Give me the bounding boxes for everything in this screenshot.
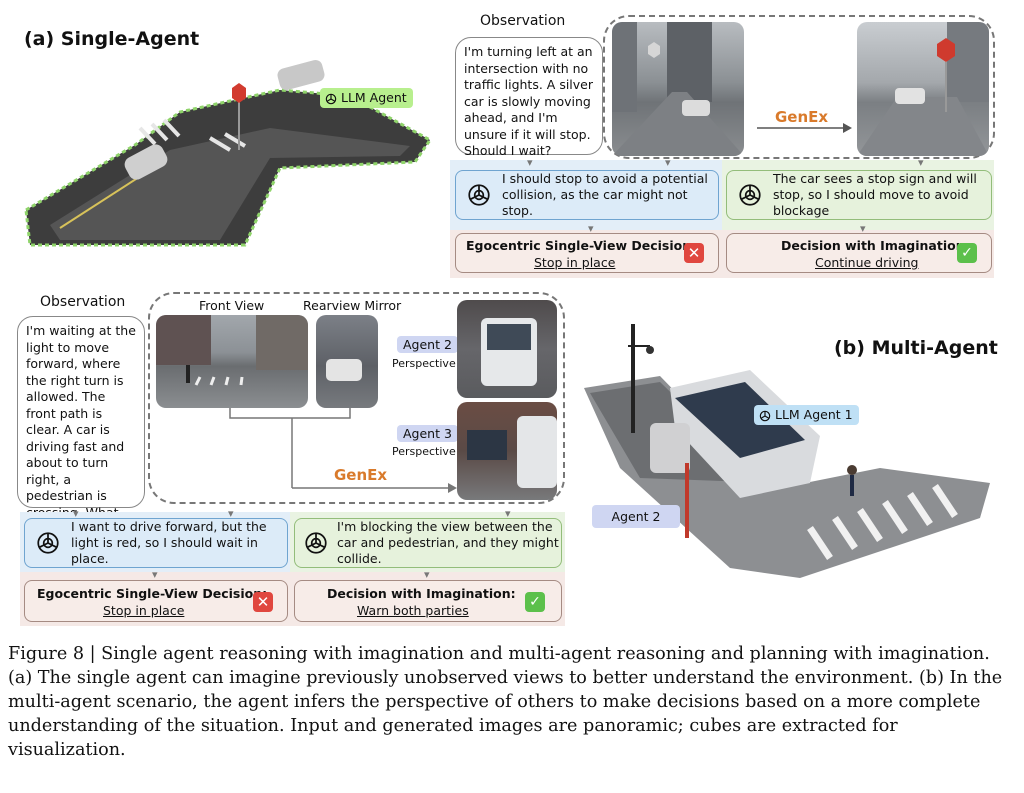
arrow-icon: ▾: [665, 156, 671, 169]
single-observation-bubble: I'm turning left at an intersection with…: [455, 37, 603, 158]
multi-reasoning-egocentric: I want to drive forward, but the light i…: [24, 518, 288, 568]
single-observation-label: Observation: [480, 13, 566, 29]
multi-reasoning-left-text: I want to drive forward, but the light i…: [71, 519, 267, 566]
llm-agent-1-tag: LLM Agent 1: [754, 405, 859, 425]
single-genex-label: GenEx: [775, 108, 829, 126]
openai-logo-icon: [324, 92, 338, 106]
agent2-perspective-label: Perspective: [392, 357, 456, 370]
front-view-image: [156, 315, 308, 408]
openai-logo-icon: [466, 182, 492, 208]
single-reasoning-egocentric: I should stop to avoid a potential colli…: [455, 170, 719, 220]
single-decision-left-value: Stop in place: [534, 255, 616, 270]
agent3-perspective-label: Perspective: [392, 445, 456, 458]
rearview-mirror-label: Rearview Mirror: [303, 298, 402, 313]
single-reasoning-left-text: I should stop to avoid a potential colli…: [502, 171, 708, 218]
openai-logo-icon: [737, 182, 763, 208]
arrow-icon: ▾: [152, 568, 158, 581]
arrow-icon: ▾: [73, 507, 79, 520]
agent3-perspective-image: [457, 402, 557, 500]
multi-decision-imagination: Decision with Imagination: Warn both par…: [294, 580, 562, 622]
single-agent-title: (a) Single-Agent: [24, 28, 200, 50]
agent3-perspective-tag: Agent 3: [397, 425, 458, 442]
cross-mark-icon: ✕: [684, 243, 704, 263]
stop-sign-icon: [232, 83, 246, 103]
check-mark-icon: ✓: [957, 243, 977, 263]
agent2-scene-tag: Agent 2: [592, 505, 680, 528]
arrow-icon: ▾: [527, 156, 533, 169]
single-reasoning-right-text: The car sees a stop sign and will stop, …: [773, 171, 977, 218]
multi-decision-left-value: Stop in place: [103, 603, 185, 618]
multi-decision-left-heading: Egocentric Single-View Decision:: [37, 586, 268, 601]
agent2-perspective-image: [457, 300, 557, 398]
single-decision-left-heading: Egocentric Single-View Decision:: [466, 238, 697, 253]
llm-agent-tag: LLM Agent: [320, 88, 413, 108]
arrow-icon: ▾: [424, 568, 430, 581]
multi-reasoning-imagination: I'm blocking the view between the car an…: [294, 518, 562, 568]
cross-mark-icon: ✕: [253, 592, 273, 612]
single-decision-right-heading: Decision with Imagination:: [781, 238, 970, 253]
arrow-icon: ▾: [860, 222, 866, 235]
multi-agent-scene: [580, 318, 1010, 583]
single-observed-view-image: [612, 22, 744, 156]
multi-decision-egocentric: Egocentric Single-View Decision: Stop in…: [24, 580, 288, 622]
arrow-icon: ▾: [588, 222, 594, 235]
agent2-perspective-tag: Agent 2: [397, 336, 458, 353]
arrow-icon: ▾: [228, 507, 234, 520]
multi-observation-bubble: I'm waiting at the light to move forward…: [17, 316, 145, 536]
single-decision-imagination: Decision with Imagination: Continue driv…: [726, 233, 992, 273]
multi-genex-label: GenEx: [334, 466, 388, 484]
check-mark-icon: ✓: [525, 592, 545, 612]
arrow-icon: ▾: [918, 156, 924, 169]
arrow-icon: [757, 118, 852, 138]
openai-logo-icon: [35, 530, 61, 556]
multi-decision-right-heading: Decision with Imagination:: [327, 586, 516, 601]
single-decision-egocentric: Egocentric Single-View Decision: Stop in…: [455, 233, 719, 273]
rearview-mirror-image: [316, 315, 378, 408]
multi-agent-title: (b) Multi-Agent: [834, 337, 998, 359]
figure-caption: Figure 8 | Single agent reasoning with i…: [8, 644, 1003, 760]
single-reasoning-imagination: The car sees a stop sign and will stop, …: [726, 170, 992, 220]
multi-reasoning-right-text: I'm blocking the view between the car an…: [337, 519, 559, 566]
single-agent-scene: [20, 50, 440, 250]
single-decision-right-value: Continue driving: [815, 255, 919, 270]
front-view-label: Front View: [199, 298, 265, 313]
arrow-icon: [228, 408, 458, 493]
multi-decision-right-value: Warn both parties: [357, 603, 469, 618]
multi-observation-label: Observation: [40, 294, 126, 310]
multi-imagination-panel: [148, 292, 565, 504]
openai-logo-icon: [303, 530, 329, 556]
single-generated-view-image: [857, 22, 989, 156]
single-imagination-panel: [603, 15, 995, 159]
openai-logo-icon: [758, 409, 772, 423]
arrow-icon: ▾: [505, 507, 511, 520]
